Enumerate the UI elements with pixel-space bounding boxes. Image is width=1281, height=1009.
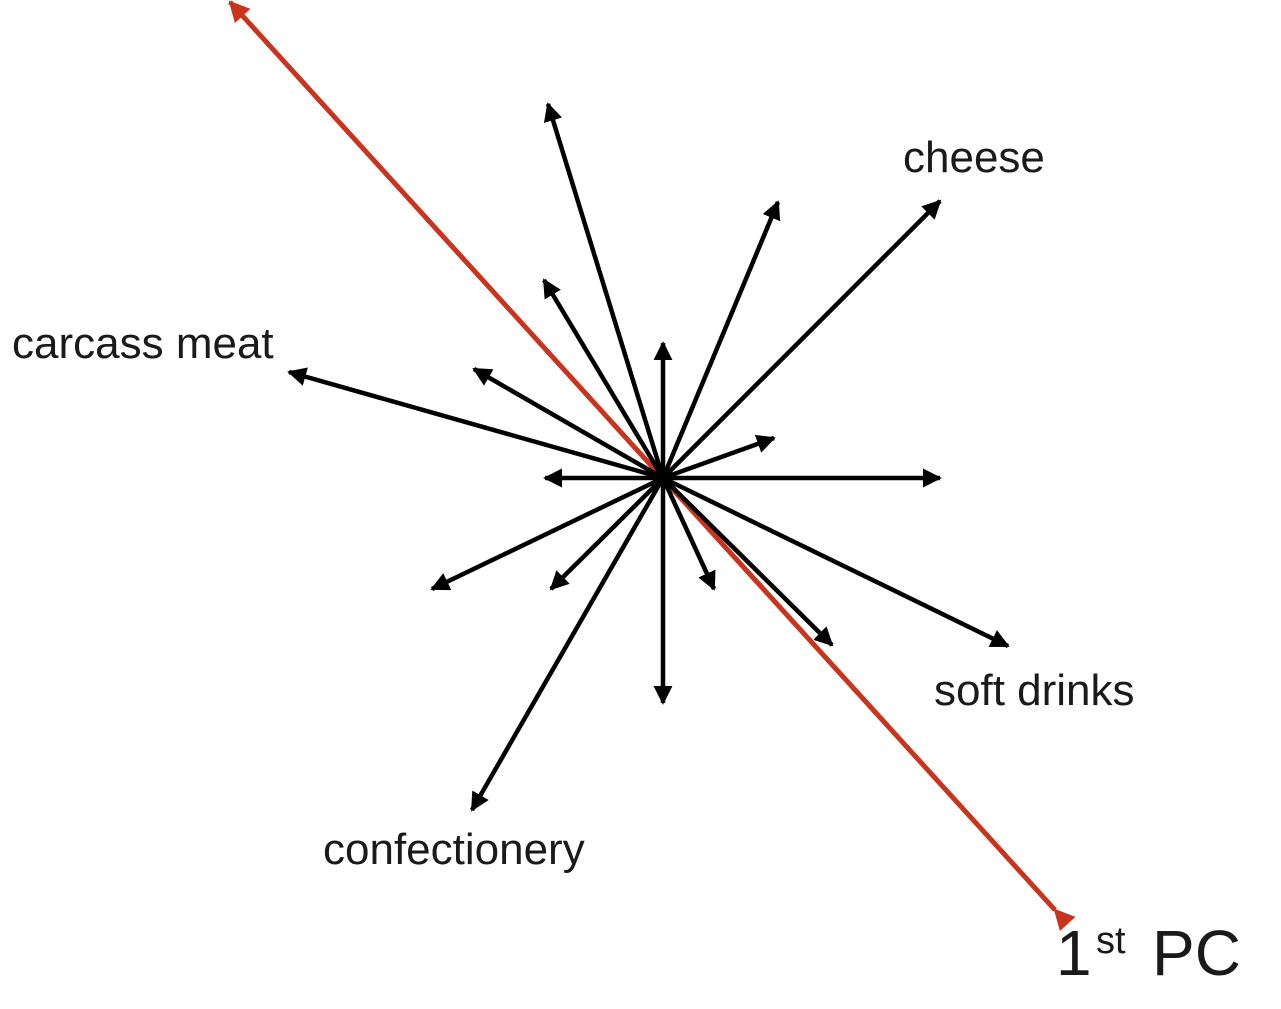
first-pc-axis-arrow	[228, 0, 1076, 932]
vector-arrow-left-up	[472, 367, 665, 480]
label-carcass-meat: carcass meat	[12, 319, 274, 368]
vector-arrow-up-right	[660, 200, 781, 479]
vector-arrow-soft-drinks	[662, 475, 1010, 649]
label-first-pc-superscript: st	[1096, 920, 1126, 962]
vector-arrow-confectionery	[470, 476, 665, 812]
label-confectionery: confectionery	[323, 825, 585, 874]
label-first-pc-number: 1	[1056, 917, 1092, 989]
vector-arrow-down-left	[430, 475, 664, 592]
vector-arrow-carcass-meat	[287, 367, 664, 481]
vector-arrow-right-up-short	[662, 434, 776, 481]
variable-vectors	[287, 102, 1010, 812]
vector-arrow-up-left-long	[543, 102, 666, 479]
vector-arrow-down-left-short	[549, 476, 665, 591]
vector-arrow-cheese	[661, 199, 942, 480]
label-first-pc-text: PC	[1152, 917, 1241, 989]
label-soft-drinks: soft drinks	[934, 666, 1135, 715]
label-cheese: cheese	[903, 133, 1045, 182]
vector-arrow-down-right-short	[660, 477, 717, 591]
vector-arrow-up-left-short	[542, 278, 665, 480]
vector-arrow-down-right	[661, 476, 834, 647]
label-first-pc: 1 st PC	[1056, 917, 1241, 989]
